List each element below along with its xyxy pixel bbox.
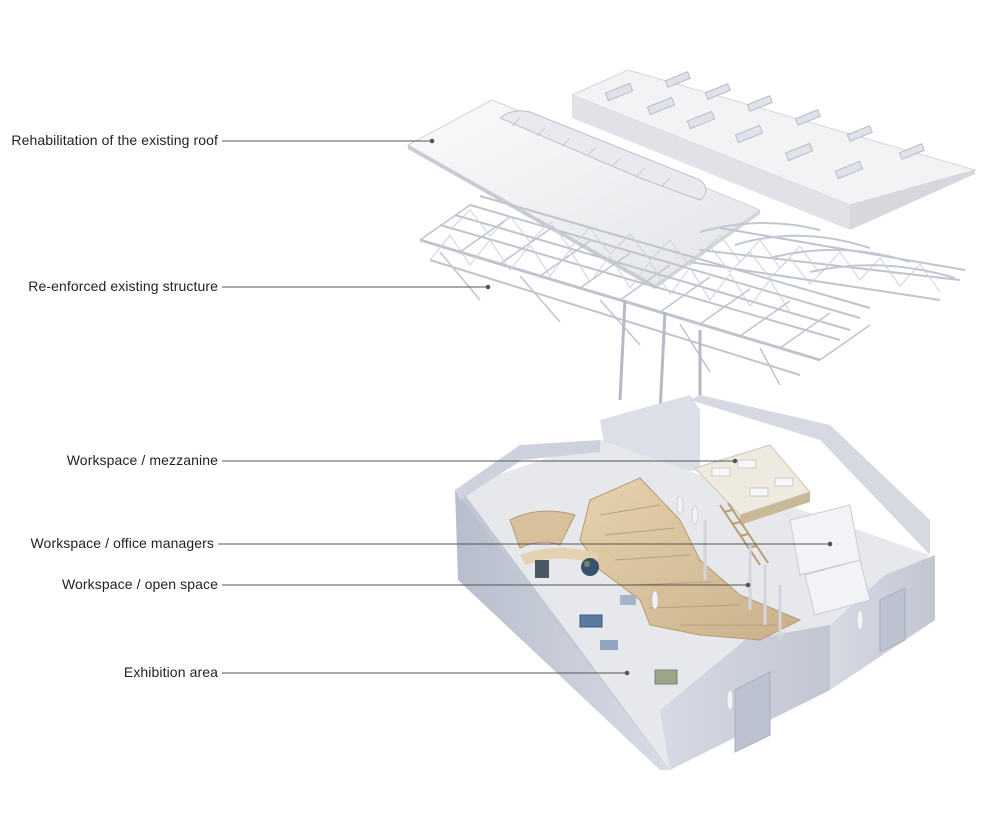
label-office-managers: Workspace / office managers xyxy=(30,535,214,551)
label-structure: Re-enforced existing structure xyxy=(28,278,218,294)
right-back-wall xyxy=(690,395,930,555)
people xyxy=(651,495,864,711)
reinforced-structure xyxy=(419,195,966,413)
exhibition-tables xyxy=(535,560,678,685)
vaulted-skylight-ribs xyxy=(511,117,671,187)
wooden-stepped-seating xyxy=(579,477,802,641)
mezzanine-edge xyxy=(740,492,810,525)
office-partitions xyxy=(789,504,871,616)
label-mezzanine: Workspace / mezzanine xyxy=(66,452,218,468)
label-exhibition: Exhibition area xyxy=(123,664,218,680)
curved-shelf xyxy=(520,547,600,565)
rear-roof-side xyxy=(572,95,850,230)
globe xyxy=(581,558,599,576)
left-outer-wall xyxy=(455,490,670,770)
front-door xyxy=(734,671,771,753)
front-roof-edge xyxy=(408,145,655,289)
interior-columns xyxy=(703,520,782,640)
vaulted-skylight xyxy=(499,110,707,201)
rear-roof-edge xyxy=(850,170,975,230)
existing-roof xyxy=(406,69,977,289)
side-door xyxy=(879,587,906,653)
interior-layer xyxy=(455,395,935,770)
label-roof: Rehabilitation of the existing roof xyxy=(11,132,218,148)
leader-lines xyxy=(218,138,833,676)
left-gable xyxy=(455,440,600,500)
label-open-space: Workspace / open space xyxy=(61,576,218,592)
mezzanine-desks xyxy=(711,459,794,497)
left-wall xyxy=(455,488,670,770)
roof-skylights xyxy=(604,71,925,180)
